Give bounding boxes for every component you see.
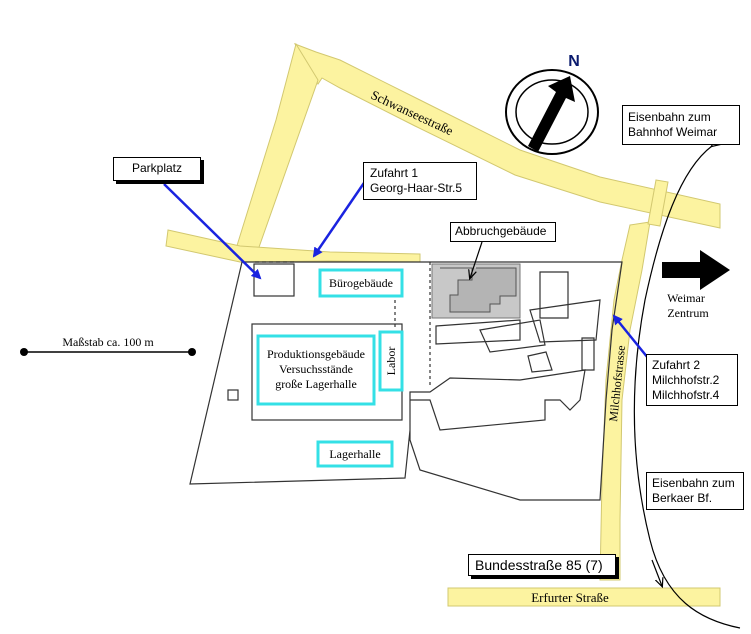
buero-building bbox=[318, 268, 404, 298]
bahn-weimar-line-2: Bahnhof Weimar bbox=[628, 125, 718, 139]
lagerhalle-building bbox=[316, 440, 394, 468]
compass-inner-ring bbox=[515, 79, 589, 145]
street-label-erfurter-strasse: Erfurter Straße bbox=[531, 590, 609, 605]
road-ne-stub bbox=[647, 179, 669, 227]
access-arrows bbox=[163, 179, 649, 359]
bahn-weimar-callout: Eisenbahn zum Bahnhof Weimar bbox=[622, 105, 740, 145]
scale-bar: Maßstab ca. 100 m bbox=[20, 335, 196, 356]
bahn-berkaer-line-1: Eisenbahn zum bbox=[652, 476, 735, 490]
labor-label: Labor bbox=[384, 347, 398, 376]
road-schwanseestrasse bbox=[293, 43, 721, 229]
abbruch-callout: Abbruchgebäude bbox=[450, 222, 556, 242]
zufahrt2-line-3: Milchhofstr.4 bbox=[652, 388, 720, 402]
bundesstrasse-callout: Bundesstraße 85 (7) bbox=[468, 554, 616, 576]
compass-outer-ring bbox=[505, 69, 599, 155]
abbruch-label: Abbruchgebäude bbox=[455, 224, 547, 238]
building-outline-east-2 bbox=[529, 299, 601, 343]
road-georg-haar bbox=[165, 229, 421, 263]
building-labels: Bürogebäude Produktionsgebäude Versuchss… bbox=[267, 276, 398, 461]
parkplatz-label: Parkplatz bbox=[131, 161, 183, 175]
labor-building bbox=[378, 330, 404, 392]
scale-label: Maßstab ca. 100 m bbox=[62, 335, 154, 349]
lagerhalle-label: Lagerhalle bbox=[329, 447, 380, 461]
site-boundary bbox=[189, 261, 623, 501]
zufahrt1-line-2: Georg-Haar-Str.5 bbox=[370, 181, 463, 195]
bundesstrasse-label: Bundesstraße 85 (7) bbox=[475, 557, 603, 573]
zentrum-label: Zentrum bbox=[667, 306, 709, 320]
small-building bbox=[227, 389, 239, 401]
building-outline-central bbox=[435, 319, 521, 345]
produktion-building bbox=[256, 334, 376, 406]
road-milchhofstrasse bbox=[599, 221, 651, 581]
zufahrt2-callout: Zufahrt 2 Milchhofstr.2 Milchhofstr.4 bbox=[646, 354, 738, 406]
bahn-weimar-line-1: Eisenbahn zum bbox=[628, 110, 711, 124]
buero-label: Bürogebäude bbox=[329, 276, 393, 290]
road-west-diagonal bbox=[234, 42, 319, 253]
parkplatz-arrow bbox=[163, 183, 262, 280]
bahn-berkaer-callout: Eisenbahn zum Berkaer Bf. bbox=[646, 472, 744, 510]
railway-arrow-south bbox=[651, 559, 662, 586]
scale-dot-right bbox=[188, 348, 196, 356]
weimar-label: Weimar bbox=[667, 291, 705, 305]
zufahrt1-line-1: Zufahrt 1 bbox=[370, 166, 419, 180]
weimar-zentrum-text: Weimar Zentrum bbox=[667, 291, 709, 320]
zufahrt2-line-2: Milchhofstr.2 bbox=[652, 373, 720, 387]
road-network bbox=[165, 42, 721, 607]
zufahrt1-arrow bbox=[312, 179, 368, 258]
scale-dot-left bbox=[20, 348, 28, 356]
north-label: N bbox=[568, 53, 580, 70]
produktion-label-1: Produktionsgebäude bbox=[267, 347, 365, 361]
zufahrt2-arrow bbox=[612, 314, 649, 359]
railway bbox=[633, 146, 741, 629]
zufahrt1-callout: Zufahrt 1 Georg-Haar-Str.5 bbox=[363, 162, 477, 200]
produktion-label-3: große Lagerhalle bbox=[275, 377, 357, 391]
highlighted-buildings bbox=[256, 268, 404, 468]
building-outline-east-1 bbox=[539, 271, 569, 319]
site-outline bbox=[189, 261, 623, 501]
parkplatz-area bbox=[253, 263, 295, 297]
railway-line bbox=[633, 146, 741, 629]
north-arrow-icon bbox=[528, 76, 575, 152]
zufahrt2-line-1: Zufahrt 2 bbox=[652, 358, 701, 372]
building-outline-south-1 bbox=[527, 351, 553, 373]
bahn-berkaer-line-2: Berkaer Bf. bbox=[652, 491, 713, 505]
weimar-direction-arrow bbox=[662, 250, 730, 290]
road-erfurter-strasse bbox=[447, 587, 721, 607]
demolition-area bbox=[431, 263, 521, 319]
abbruch-pointer bbox=[470, 241, 483, 278]
produktion-label-2: Versuchsstände bbox=[279, 362, 353, 376]
parkplatz-callout: Parkplatz bbox=[113, 157, 201, 181]
building-outline-east-3 bbox=[581, 337, 595, 371]
north-compass: N bbox=[505, 53, 599, 155]
